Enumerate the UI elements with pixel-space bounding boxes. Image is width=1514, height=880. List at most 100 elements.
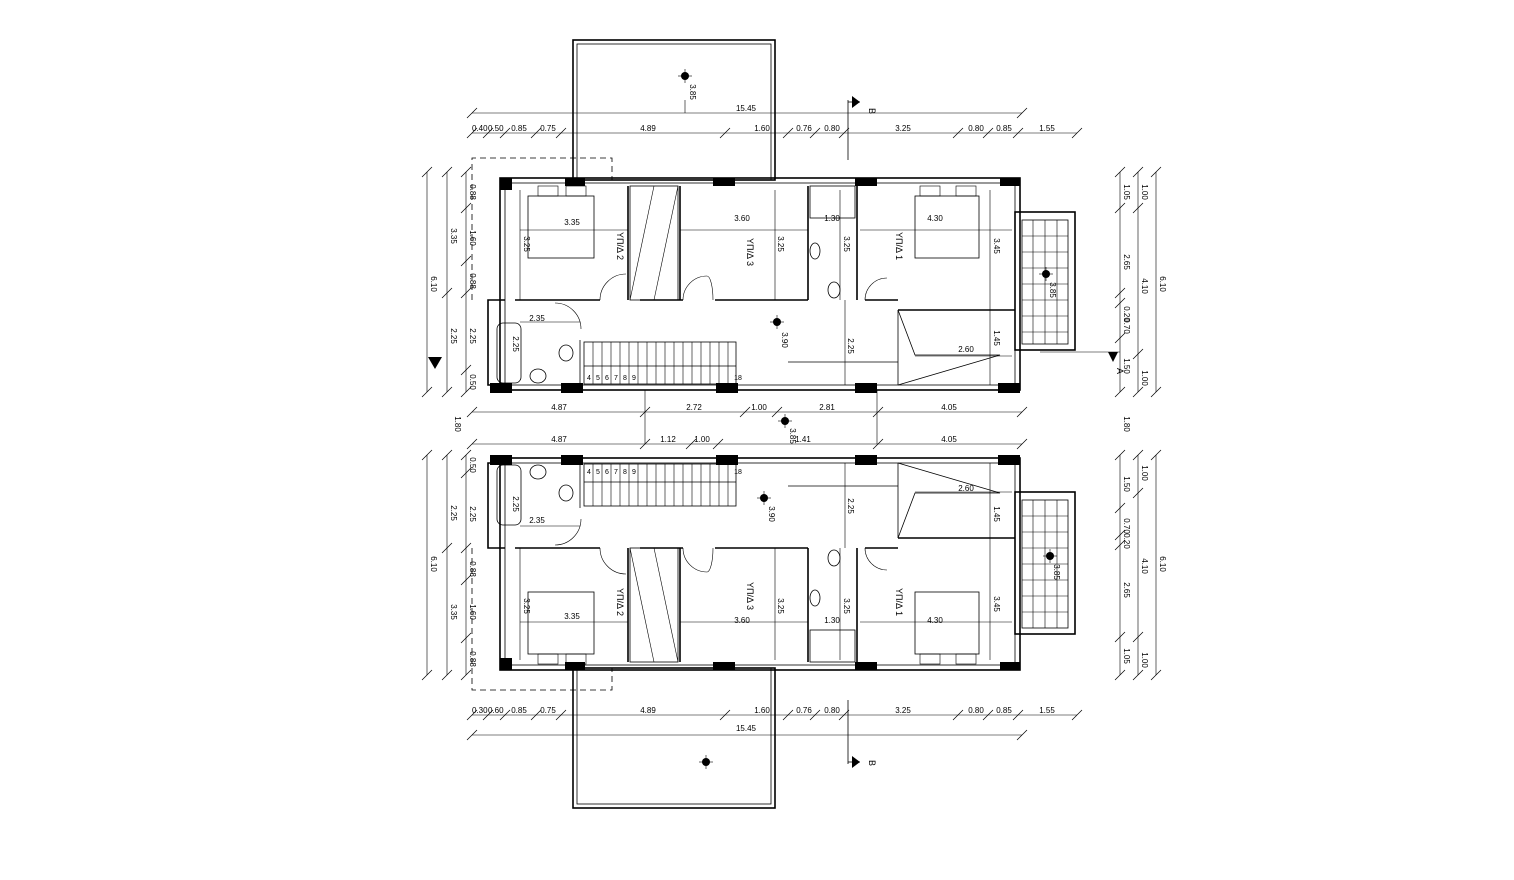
left-dim: 0.50 [468, 374, 477, 390]
dim: 0.80 [824, 124, 840, 133]
right-sub: 4.10 [1140, 558, 1149, 574]
bottom-wardrobe [629, 547, 679, 663]
separation-dim: 1.80 [453, 416, 462, 432]
bath-width: 1.30 [824, 616, 840, 625]
bottom-partitions [515, 463, 1015, 662]
level-label: 3.85 [1048, 282, 1057, 298]
room-label: ΥΠ/Δ 2 [615, 232, 625, 260]
right-overall: 6.10 [1158, 556, 1167, 572]
level-label: 3.90 [780, 332, 789, 348]
top-wc-bay [487, 299, 505, 386]
top-landing [897, 309, 1001, 386]
landing-width: 2.60 [958, 345, 974, 354]
left-dim: 2.25 [468, 506, 477, 522]
stair-number: 7 [614, 469, 618, 476]
section-mark: B [867, 760, 877, 766]
right-overall: 6.10 [1158, 276, 1167, 292]
right-dim: 2.65 [1122, 582, 1131, 598]
stair-number: 7 [614, 375, 618, 382]
section-mark: B [867, 108, 877, 114]
dim: 0.60 [488, 706, 504, 715]
room-depth: 3.25 [522, 236, 531, 252]
bottom-door-swing-icon [599, 547, 627, 575]
wc-width: 2.35 [529, 516, 545, 525]
right-sub: 1.00 [1140, 370, 1149, 386]
top-staircase [583, 341, 737, 385]
elevation-marker-icon [757, 491, 771, 505]
top-interior-dims [519, 190, 1012, 385]
room-width: 4.30 [927, 616, 943, 625]
dim: 3.25 [895, 706, 911, 715]
bottom-overall-width: 15.45 [736, 724, 757, 733]
bottom-shower-icon [809, 629, 856, 663]
room-width: 3.60 [734, 616, 750, 625]
elevation-marker-icon [1043, 549, 1057, 563]
elevation-marker-icon [1039, 267, 1053, 281]
stair-number: 4 [587, 375, 591, 382]
room-width: 3.60 [734, 214, 750, 223]
bottom-basin-icon [809, 589, 821, 607]
top-door-swing-icon [554, 302, 582, 330]
bottom-terrace-inner [576, 667, 772, 805]
stair-number: 18 [734, 375, 742, 382]
top-bed-icon [914, 185, 980, 259]
room-label: ΥΠ/Δ 2 [615, 588, 625, 616]
top-terrace-inner [576, 43, 772, 181]
wc-depth: 2.25 [511, 496, 520, 512]
bath-depth: 3.25 [842, 236, 851, 252]
dim: 2.81 [819, 403, 835, 412]
dim: 1.41 [795, 435, 811, 444]
landing-depth: 1.45 [992, 330, 1001, 346]
left-dim: 0.50 [468, 457, 477, 473]
dim: 1.00 [694, 435, 710, 444]
bottom-staircase [583, 463, 737, 507]
room-depth: 3.45 [992, 596, 1001, 612]
right-sub: 1.00 [1140, 652, 1149, 668]
stair-number: 5 [596, 469, 600, 476]
dim: 0.80 [968, 124, 984, 133]
bottom-balcony [1014, 491, 1076, 635]
bath-depth: 3.25 [842, 598, 851, 614]
dim: 4.05 [941, 435, 957, 444]
section-mark: A [1115, 368, 1125, 374]
dim: 1.55 [1039, 706, 1055, 715]
elevation-marker-icon [678, 69, 692, 83]
dim: 0.76 [796, 124, 812, 133]
bottom-terrace [572, 667, 776, 809]
room-width: 3.35 [564, 612, 580, 621]
dim: 0.40 [472, 124, 488, 133]
separation-dim: 1.80 [1122, 416, 1131, 432]
elevation-marker-icon [699, 755, 713, 769]
right-dim: 2.65 [1122, 254, 1131, 270]
bottom-door-swing-icon [682, 547, 714, 573]
room-label: ΥΠ/Δ 3 [745, 238, 755, 266]
dim: 0.80 [968, 706, 984, 715]
room-width: 3.35 [564, 218, 580, 227]
top-unit: 15.45 0.40 0.50 0.85 0.75 4.89 1.60 0.76… [421, 39, 1167, 444]
right-sub: 4.10 [1140, 278, 1149, 294]
room-depth: 3.25 [522, 598, 531, 614]
dim: 0.30 [472, 706, 488, 715]
bottom-columns [490, 455, 1020, 670]
dim: 2.72 [686, 403, 702, 412]
stair-number: 9 [632, 375, 636, 382]
right-dim: 1.50 [1122, 358, 1131, 374]
dim: 1.60 [754, 706, 770, 715]
bottom-interior-dims [519, 463, 1012, 660]
bottom-eave-outline [471, 548, 613, 691]
bottom-toilet-icon [827, 549, 841, 567]
dim: 4.05 [941, 403, 957, 412]
section-arrow-icon [847, 96, 860, 160]
right-sub: 1.00 [1140, 465, 1149, 481]
right-dim: 1.05 [1122, 184, 1131, 200]
left-dim: 0.88 [468, 184, 477, 200]
dim: 0.75 [540, 124, 556, 133]
bottom-bathtub-icon [496, 464, 522, 526]
bottom-bed-icon [527, 591, 595, 665]
dim: 0.85 [511, 706, 527, 715]
stair-number: 4 [587, 469, 591, 476]
bottom-door-swing-icon [864, 547, 888, 571]
top-door-swing-icon [864, 277, 888, 301]
dim: 4.89 [640, 706, 656, 715]
dim: 0.85 [511, 124, 527, 133]
